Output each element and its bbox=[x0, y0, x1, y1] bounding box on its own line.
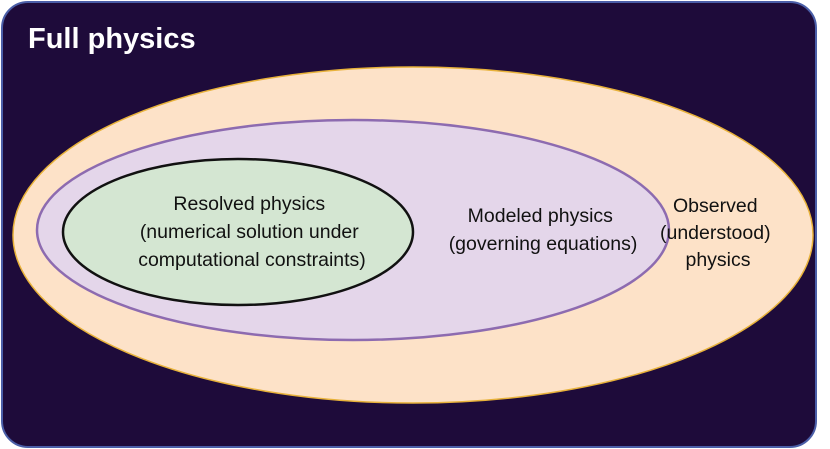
observed-label-line: physics bbox=[685, 249, 750, 271]
full-physics-title: Full physics bbox=[28, 23, 196, 55]
modeled-label-line: (governing equations) bbox=[449, 233, 638, 255]
resolved-label-line: (numerical solution under bbox=[140, 221, 359, 243]
resolved-physics-region bbox=[61, 157, 415, 307]
observed-physics-label: Observed (understood) physics bbox=[660, 195, 776, 271]
modeled-physics-label: Modeled physics (governing equations) bbox=[449, 205, 638, 255]
resolved-label-line: Resolved physics bbox=[173, 193, 325, 215]
observed-label-line: Observed bbox=[673, 195, 758, 217]
modeled-label-line: Modeled physics bbox=[468, 205, 613, 227]
observed-label-line: (understood) bbox=[660, 222, 771, 244]
resolved-label-line: computational constraints) bbox=[138, 249, 366, 271]
resolved-physics-label: Resolved physics (numerical solution und… bbox=[138, 193, 366, 271]
